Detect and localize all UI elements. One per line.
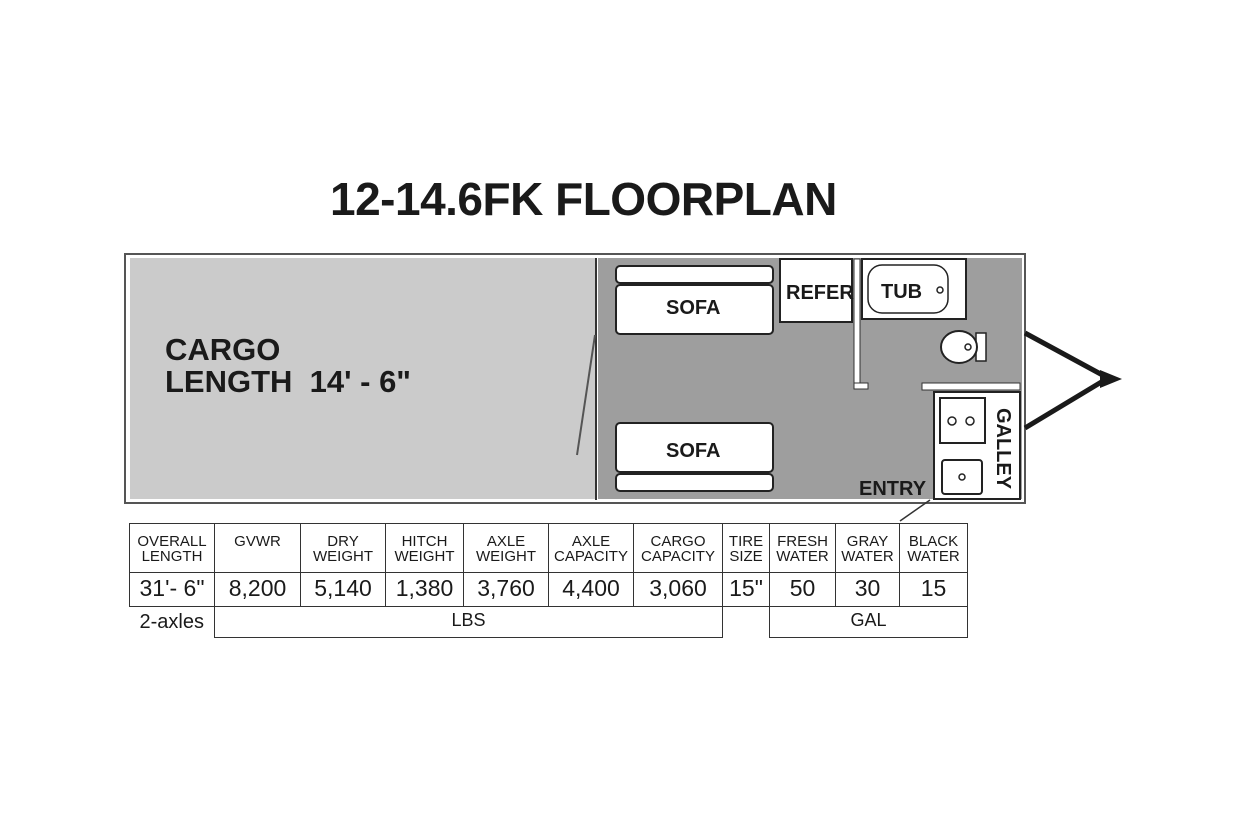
value-axle-weight: 3,760 [463,572,549,607]
value-gvwr: 8,200 [214,572,301,607]
sofa-bottom [615,422,774,492]
unit-gal: GAL [769,606,968,638]
value-black-water: 15 [899,572,968,607]
refrigerator [779,258,853,323]
value-tire-size: 15" [722,572,770,607]
value-cargo-capacity: 3,060 [633,572,723,607]
axles-note: 2-axles [139,611,204,633]
sofa-bottom-label: SOFA [666,440,721,462]
sofa-top [615,265,774,335]
hitch-tongue [1023,330,1114,431]
toilet [940,330,987,364]
specs-value-row: 31'- 6" 8,200 5,140 1,380 3,760 4,400 3,… [129,572,968,607]
value-axle-capacity: 4,400 [548,572,634,607]
value-overall-length: 31'- 6" [129,572,215,607]
page-title: 12-14.6FK FLOORPLAN [330,173,837,225]
unit-lbs: LBS [214,606,723,638]
cargo-label: CARGO LENGTH 14' - 6" [165,332,412,399]
unit-spacer [723,607,770,638]
value-hitch-weight: 1,380 [385,572,464,607]
value-gray-water: 30 [835,572,900,607]
value-dry-weight: 5,140 [300,572,386,607]
galley-label: GALLEY [992,407,1015,490]
sofa-top-label: SOFA [666,297,721,319]
entry-label: ENTRY [859,478,927,500]
tub-label: TUB [881,281,923,303]
cargo-area [130,258,595,499]
value-fresh-water: 50 [769,572,836,607]
specs-unit-row: 2-axles LBS GAL [130,606,968,638]
header-gvwr: GVWR [214,523,301,573]
refer-label: REFER [786,282,854,304]
